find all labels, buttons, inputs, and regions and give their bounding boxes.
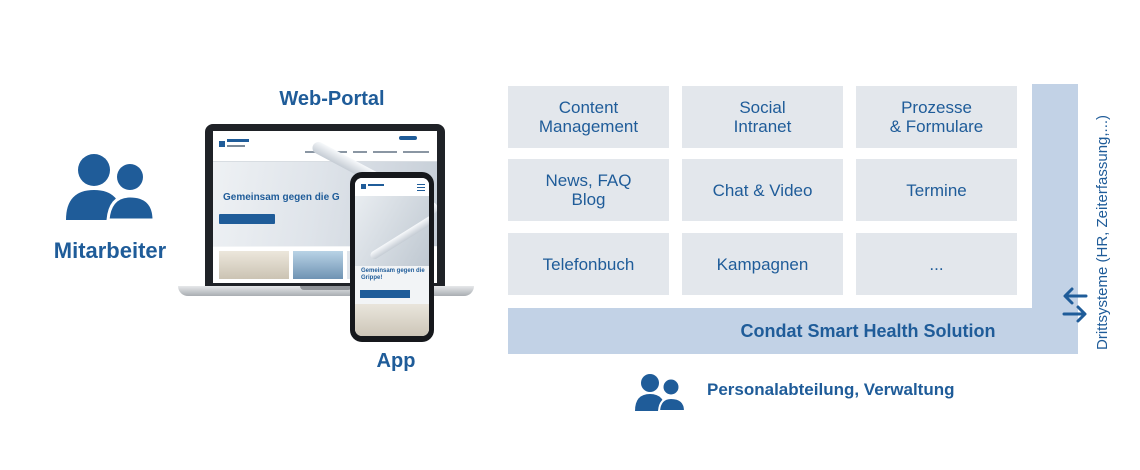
module-campaigns: Kampagnen (682, 233, 843, 295)
employees-label: Mitarbeiter (40, 238, 180, 264)
module-social-intranet: Social Intranet (682, 86, 843, 148)
administration-label: Personalabteilung, Verwaltung (707, 380, 955, 400)
app-hero-title: Gemeinsam gegen die Grippe! (361, 268, 429, 282)
webportal-label: Web-Portal (252, 88, 412, 111)
site-hero-button (219, 214, 275, 224)
app-hero-button (360, 290, 410, 298)
phone-app-screenshot: Gemeinsam gegen die Grippe! (355, 178, 429, 336)
employees-people-icon (64, 150, 156, 222)
site-hero-title: Gemeinsam gegen die G (223, 192, 340, 203)
module-chat-video: Chat & Video (682, 159, 843, 221)
laptop-notch (300, 286, 352, 290)
module-processes-forms: Prozesse & Formulare (856, 86, 1017, 148)
administration-people-icon (634, 372, 686, 412)
site-logo (219, 139, 249, 153)
module-more: ... (856, 233, 1017, 295)
module-phonebook: Telefonbuch (508, 233, 669, 295)
module-appointments: Termine (856, 159, 1017, 221)
module-content-management: Content Management (508, 86, 669, 148)
bidirectional-arrows-icon (1060, 286, 1090, 324)
third-party-systems-label: Drittsysteme (HR, Zeiterfassung,...) (1094, 60, 1118, 350)
module-news-faq-blog: News, FAQ Blog (508, 159, 669, 221)
platform-name: Condat Smart Health Solution (508, 308, 1078, 354)
app-header (355, 178, 429, 196)
app-label: App (356, 350, 436, 373)
